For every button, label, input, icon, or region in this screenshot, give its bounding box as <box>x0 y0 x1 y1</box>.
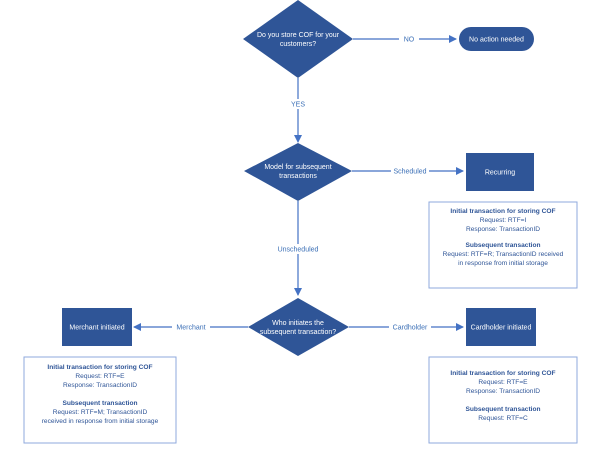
info-box-cardholder: Initial transaction for storing COF Requ… <box>428 356 578 444</box>
process-cardholder-initiated: Cardholder initiated <box>466 308 536 346</box>
info-merchant-subsequent-line-2: received in response from initial storag… <box>42 418 159 425</box>
info-cardholder-initial-response: Response: TransactionID <box>466 388 540 395</box>
process-recurring: Recurring <box>466 153 534 191</box>
decision-model: Model for subsequent transactions <box>244 143 352 201</box>
info-recurring-initial-response: Response: TransactionID <box>466 226 540 233</box>
info-merchant-initial-title: Initial transaction for storing COF <box>47 364 152 371</box>
edge-label-scheduled: Scheduled <box>393 169 426 176</box>
decision-model-line-1: Model for subsequent <box>264 164 331 171</box>
info-merchant-initial-response: Response: TransactionID <box>63 382 137 389</box>
info-cardholder-subsequent-line-1: Request: RTF=C <box>478 415 528 422</box>
decision-store-cof-line-2: customers? <box>280 41 316 48</box>
info-cardholder-initial-title: Initial transaction for storing COF <box>450 370 555 377</box>
decision-initiator: Who initiates the subsequent transaction… <box>248 298 349 356</box>
decision-store-cof: Do you store COF for your customers? <box>243 0 353 78</box>
edge-label-unscheduled: Unscheduled <box>278 247 319 254</box>
decision-model-line-2: transactions <box>279 173 317 180</box>
info-cardholder-initial-request: Request: RTF=E <box>478 379 528 386</box>
decision-initiator-line-1: Who initiates the <box>272 320 324 327</box>
info-recurring-initial-title: Initial transaction for storing COF <box>450 208 555 215</box>
info-merchant-initial-request: Request: RTF=E <box>75 373 125 380</box>
process-merchant-label: Merchant initiated <box>69 325 124 332</box>
process-cardholder-label: Cardholder initiated <box>471 325 532 332</box>
info-cardholder-subsequent-title: Subsequent transaction <box>465 406 540 413</box>
info-recurring-subsequent-line-2: in response from initial storage <box>458 260 548 267</box>
decision-store-cof-line-1: Do you store COF for your <box>257 32 340 39</box>
edge-label-yes: YES <box>291 102 305 109</box>
terminal-no-action-label: No action needed <box>469 37 524 44</box>
info-merchant-subsequent-line-1: Request: RTF=M; TransactionID <box>53 409 148 416</box>
decision-initiator-line-2: subsequent transaction? <box>260 329 336 336</box>
terminal-no-action: No action needed <box>459 27 534 51</box>
info-recurring-subsequent-line-1: Request: RTF=R; TransactionID received <box>443 251 564 258</box>
info-box-recurring: Initial transaction for storing COF Requ… <box>428 201 578 289</box>
edge-label-merchant: Merchant <box>176 325 205 332</box>
edge-labels: NO YES Scheduled Unscheduled Merchant Ca… <box>172 34 431 332</box>
info-merchant-subsequent-title: Subsequent transaction <box>62 400 137 407</box>
info-recurring-subsequent-title: Subsequent transaction <box>465 242 540 249</box>
info-recurring-initial-request: Request: RTF=I <box>480 217 527 224</box>
edge-label-no: NO <box>404 37 415 44</box>
process-merchant-initiated: Merchant initiated <box>62 308 132 346</box>
info-box-merchant: Initial transaction for storing COF Requ… <box>23 356 177 444</box>
process-recurring-label: Recurring <box>485 170 515 177</box>
edge-label-cardholder: Cardholder <box>393 325 428 332</box>
